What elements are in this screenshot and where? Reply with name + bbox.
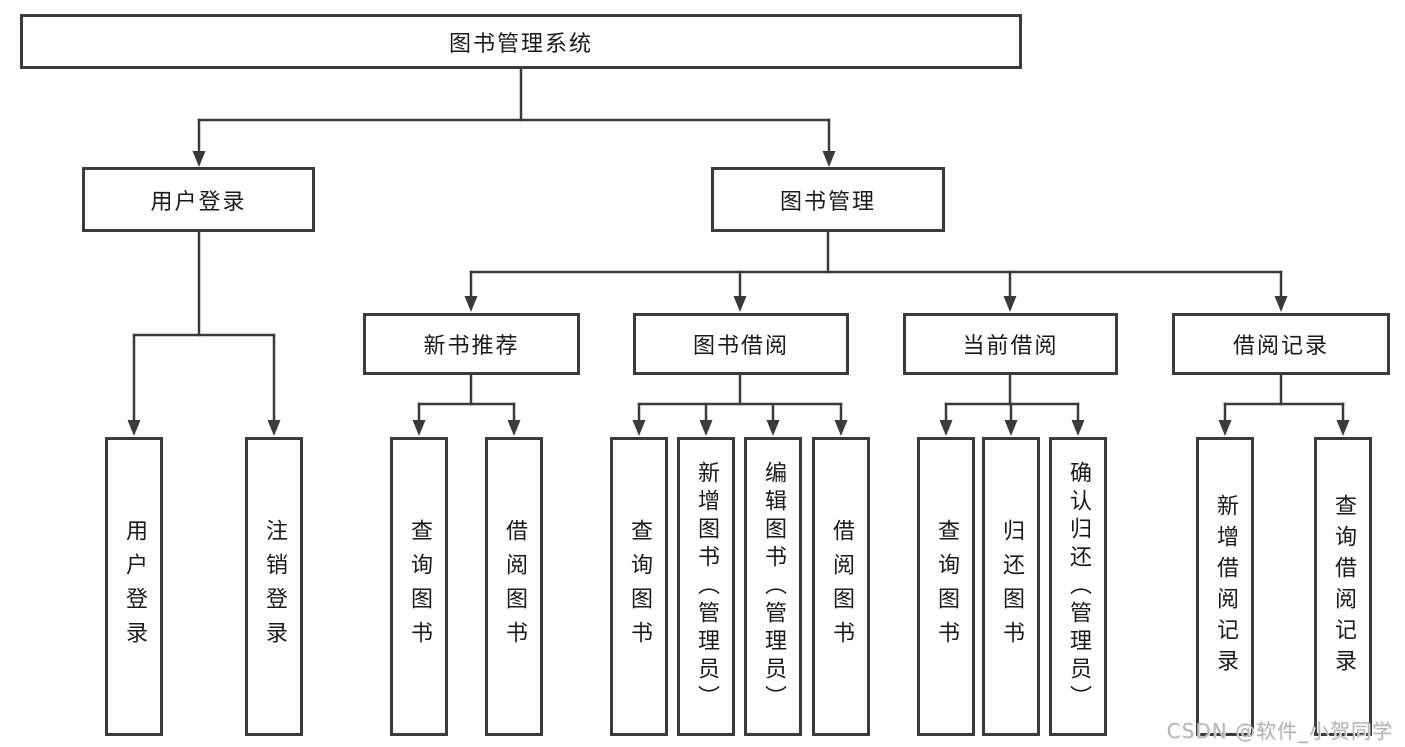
- leaf-label: 注销登录: [262, 518, 287, 655]
- leaf-label: 查询图书: [407, 518, 432, 655]
- leaf-label: 借阅图书: [829, 518, 854, 655]
- leaf-label: 查询图书: [627, 518, 652, 655]
- node-label: 图书管理: [779, 189, 876, 215]
- leaf-user-login: 用户登录: [105, 437, 163, 736]
- leaf-label: 借阅图书: [502, 518, 527, 655]
- node-label: 新书推荐: [423, 334, 520, 359]
- leaf-label: 归还图书: [999, 518, 1024, 655]
- node-borrowing-records: 借阅记录: [1172, 313, 1390, 375]
- node-book-management: 图书管理: [711, 167, 945, 232]
- leaf-edit-books-admin: 编辑图书（管理员）: [744, 437, 802, 736]
- node-label: 图书借阅: [692, 334, 789, 359]
- leaf-confirm-return-admin: 确认归还（管理员）: [1049, 437, 1107, 736]
- leaf-label: 确认归还（管理员）: [1066, 460, 1091, 713]
- node-library-management-system: 图书管理系统: [20, 14, 1022, 69]
- node-current-borrowing: 当前借阅: [903, 313, 1118, 375]
- node-new-book-recommend: 新书推荐: [363, 313, 580, 375]
- leaf-label: 新增图书（管理员）: [694, 460, 719, 713]
- leaf-borrow-books-recommend: 借阅图书: [485, 437, 543, 736]
- leaf-query-borrow-record: 查询借阅记录: [1314, 437, 1372, 736]
- leaf-query-books-current: 查询图书: [917, 437, 975, 736]
- leaf-label: 编辑图书（管理员）: [761, 460, 786, 713]
- leaf-return-books: 归还图书: [982, 437, 1040, 736]
- node-label: 当前借阅: [962, 334, 1059, 359]
- leaf-query-books-recommend: 查询图书: [390, 437, 448, 736]
- node-label: 用户登录: [150, 189, 247, 215]
- leaf-label: 查询借阅记录: [1331, 493, 1356, 680]
- node-user-login: 用户登录: [82, 167, 315, 232]
- leaf-add-borrow-record: 新增借阅记录: [1196, 437, 1254, 736]
- csdn-watermark: CSDN @软件_小贺同学: [1166, 719, 1393, 743]
- leaf-label: 用户登录: [122, 518, 147, 655]
- node-book-borrowing: 图书借阅: [633, 313, 849, 375]
- leaf-label: 查询图书: [934, 518, 959, 655]
- node-label: 借阅记录: [1232, 334, 1329, 359]
- leaf-query-books-borrowing: 查询图书: [610, 437, 668, 736]
- leaf-logout: 注销登录: [245, 437, 303, 736]
- leaf-borrow-books: 借阅图书: [812, 437, 870, 736]
- leaf-add-books-admin: 新增图书（管理员）: [677, 437, 735, 736]
- node-label: 图书管理系统: [448, 31, 593, 57]
- leaf-label: 新增借阅记录: [1213, 493, 1238, 680]
